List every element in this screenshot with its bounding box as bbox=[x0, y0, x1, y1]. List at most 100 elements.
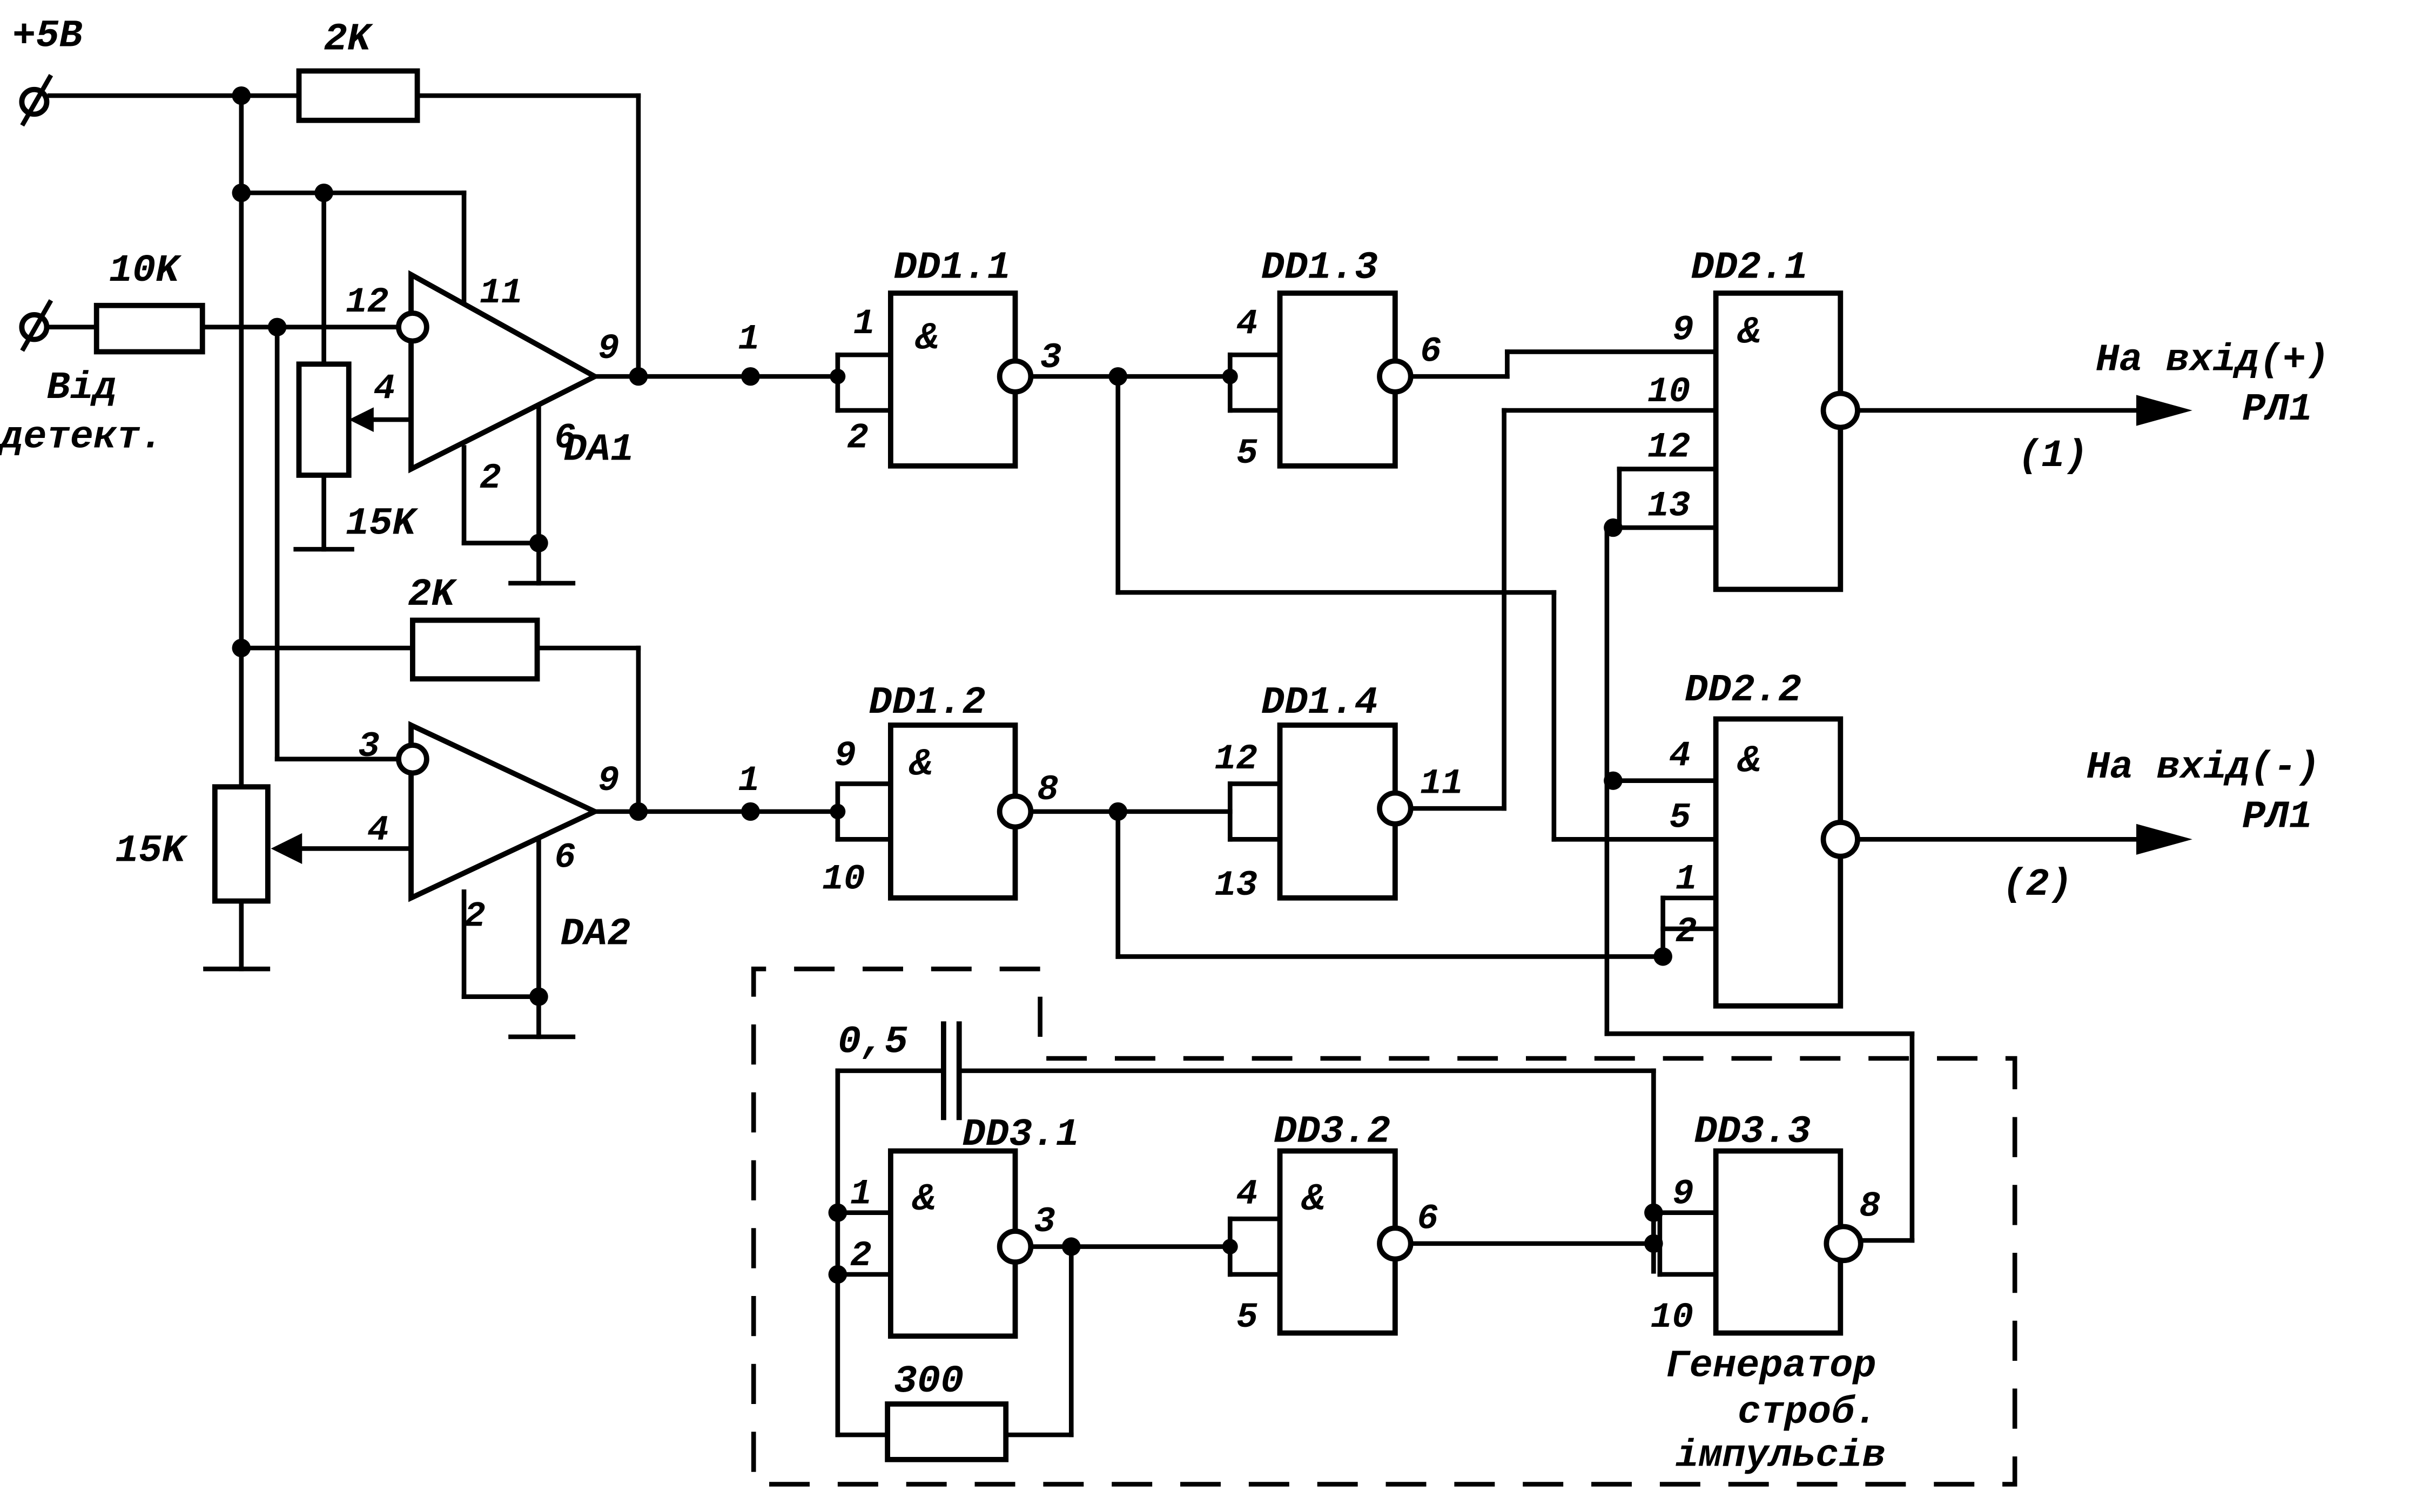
dd3-1-symbol: & bbox=[912, 1177, 936, 1221]
dd1-2-pin-b: 10 bbox=[822, 859, 865, 900]
net-1-bottom: 1 bbox=[738, 760, 759, 801]
dd3-3-pin-b: 10 bbox=[1651, 1297, 1694, 1338]
da1-pin-inv: 12 bbox=[346, 282, 389, 322]
dd3-2-pin-b: 5 bbox=[1236, 1297, 1258, 1338]
potentiometer-da1 bbox=[296, 361, 352, 478]
generator-caption-line1: Генератор bbox=[1666, 1344, 1876, 1388]
output-minus-arrow-icon bbox=[2136, 824, 2192, 855]
dd3-2-symbol: & bbox=[1301, 1177, 1325, 1221]
input-label-line2: детект. bbox=[0, 415, 164, 460]
resistor-top-2k bbox=[296, 68, 420, 123]
pot-da2-label: 15K bbox=[115, 829, 188, 873]
output-minus-label: На вхід(-) bbox=[2087, 745, 2320, 789]
dd2-1-name: DD2.1 bbox=[1691, 246, 1808, 290]
da2-pin-out: 9 bbox=[598, 760, 620, 801]
da1-name: DA1 bbox=[564, 428, 634, 472]
dd2-2-symbol: & bbox=[1737, 739, 1761, 784]
da1-pin-out: 9 bbox=[598, 328, 620, 369]
output-minus-marker: (2) bbox=[2002, 862, 2073, 907]
dd1-3-pin-out: 6 bbox=[1420, 332, 1442, 372]
resistor-input-10k-label: 10K bbox=[109, 248, 182, 293]
dd3-1-pin-out: 3 bbox=[1034, 1202, 1055, 1242]
capacitor-label: 0,5 bbox=[838, 1020, 908, 1064]
dd1-4-pin-a: 12 bbox=[1214, 739, 1257, 779]
dd2-1-pin-9: 9 bbox=[1672, 310, 1694, 350]
gate-dd1-1: DD1.1 & 1 2 3 bbox=[847, 246, 1062, 469]
dd3-3-name: DD3.3 bbox=[1694, 1110, 1811, 1154]
dd3-3-pin-out: 8 bbox=[1859, 1186, 1881, 1227]
dd1-2-pin-out: 8 bbox=[1037, 770, 1059, 810]
dd1-1-pin-b: 2 bbox=[847, 418, 869, 458]
output-minus-relay: РЛ1 bbox=[2242, 795, 2312, 839]
gate-dd3-1: DD3.1 & 1 2 3 bbox=[850, 1112, 1079, 1339]
dd2-2-pin-1: 1 bbox=[1676, 859, 1697, 900]
gate-dd1-2: DD1.2 & 9 10 8 bbox=[822, 680, 1059, 901]
gate-dd2-2: DD2.2 & 4 5 1 2 bbox=[1669, 668, 1860, 1009]
generator-junctions bbox=[828, 1203, 1663, 1284]
supply-terminal: +5В bbox=[12, 14, 83, 127]
output-plus-marker: (1) bbox=[2018, 434, 2088, 478]
resistor-top-2k-label: 2K bbox=[324, 17, 373, 62]
dd3-1-pin-a: 1 bbox=[850, 1174, 872, 1214]
resistor-input-10k bbox=[93, 302, 205, 355]
generator-caption-line3: імпульсів bbox=[1676, 1434, 1886, 1478]
net-1-top: 1 bbox=[738, 319, 759, 360]
dd2-1-pin-10: 10 bbox=[1647, 372, 1691, 412]
dd2-1-pin-12: 12 bbox=[1647, 427, 1691, 468]
da1-pin-6: 6 bbox=[554, 418, 576, 458]
dd1-2-name: DD1.2 bbox=[869, 680, 986, 725]
dd2-2-pin-4: 4 bbox=[1669, 735, 1691, 776]
da1-pin-adj: 4 bbox=[374, 368, 395, 409]
dd1-4-pin-out: 11 bbox=[1420, 764, 1463, 804]
dd2-2-pin-5: 5 bbox=[1669, 798, 1691, 838]
resistor-da2-2k bbox=[410, 617, 540, 681]
dd1-1-name: DD1.1 bbox=[894, 246, 1011, 290]
dd2-1-symbol: & bbox=[1737, 310, 1761, 355]
input-wiring bbox=[44, 93, 641, 1040]
dd1-1-pin-out: 3 bbox=[1040, 338, 1062, 378]
dd1-2-pin-a: 9 bbox=[835, 735, 856, 776]
pot-da2-arrow-icon bbox=[271, 833, 302, 864]
da1-pin-gnd: 2 bbox=[480, 458, 501, 498]
capacitor: 0,5 bbox=[838, 1020, 962, 1120]
dd2-2-name: DD2.2 bbox=[1685, 668, 1801, 712]
gate-dd3-2: DD3.2 & 4 5 6 bbox=[1236, 1110, 1438, 1338]
supply-label: +5В bbox=[12, 14, 83, 58]
pot-da1-label: 15K bbox=[346, 502, 419, 546]
output-plus-arrow-icon bbox=[2136, 395, 2192, 426]
dd3-2-pin-a: 4 bbox=[1236, 1174, 1258, 1214]
pot-da1-arrow-icon bbox=[348, 407, 374, 432]
dd1-4-name: DD1.4 bbox=[1261, 680, 1378, 725]
generator-caption-line2: строб. bbox=[1738, 1390, 1878, 1435]
da2-pin-6: 6 bbox=[554, 838, 576, 878]
output-minus: На вхід(-) РЛ1 (2) bbox=[2002, 745, 2320, 907]
input-junctions bbox=[232, 86, 648, 1006]
dd1-4-pin-b: 13 bbox=[1214, 865, 1257, 906]
gate-dd1-4: DD1.4 12 13 11 bbox=[1214, 680, 1463, 906]
input-label-line1: Від bbox=[46, 366, 117, 410]
resistor-gen-300-label: 300 bbox=[894, 1359, 964, 1403]
output-plus-relay: РЛ1 bbox=[2242, 387, 2312, 431]
gate-dd1-3: DD1.3 4 5 6 bbox=[1236, 246, 1442, 474]
potentiometer-da2 bbox=[212, 784, 271, 904]
generator-border bbox=[751, 967, 2017, 1487]
da2-name: DA2 bbox=[561, 912, 631, 956]
dd3-3-pin-a: 9 bbox=[1672, 1174, 1694, 1214]
dd1-1-pin-a: 1 bbox=[853, 303, 875, 344]
dd1-2-symbol: & bbox=[909, 742, 932, 787]
dd1-3-pin-b: 5 bbox=[1236, 433, 1258, 474]
gate-dd3-3: DD3.3 9 10 8 bbox=[1651, 1110, 1881, 1338]
gate-dd2-1: DD2.1 & 9 10 12 13 bbox=[1647, 246, 1860, 592]
dd3-2-name: DD3.2 bbox=[1274, 1110, 1390, 1154]
resistor-da2-2k-label: 2K bbox=[408, 572, 457, 617]
da2-pin-inv: 3 bbox=[358, 726, 380, 767]
dd3-1-name: DD3.1 bbox=[962, 1112, 1079, 1157]
da2-pin-adj: 4 bbox=[367, 810, 389, 850]
dd2-1-pin-13: 13 bbox=[1647, 486, 1691, 526]
da1-pin-vcc: 11 bbox=[480, 273, 523, 313]
dd1-3-name: DD1.3 bbox=[1261, 246, 1378, 290]
dd3-2-pin-out: 6 bbox=[1417, 1199, 1438, 1239]
resistor-gen-300 bbox=[885, 1401, 1009, 1462]
output-plus-label: На вхід(+) bbox=[2096, 338, 2329, 382]
